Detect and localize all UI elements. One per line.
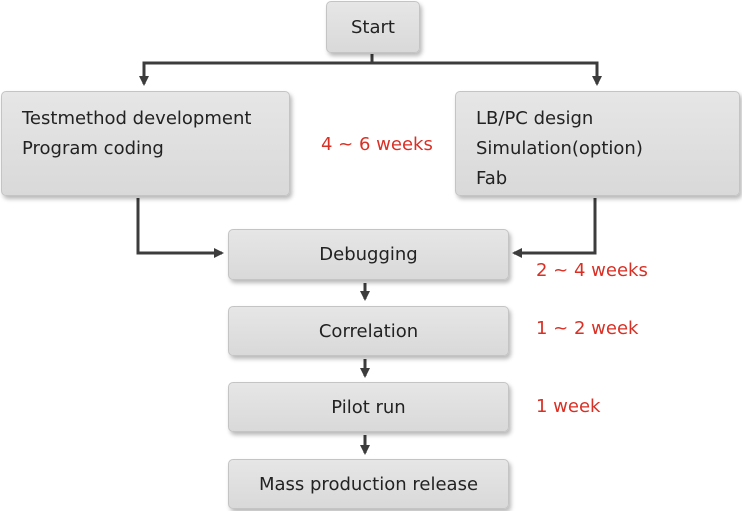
left-branch-node: Testmethod development Program coding — [1, 91, 290, 196]
debugging-node-label: Debugging — [319, 244, 418, 265]
right-branch-line: Simulation(option) — [476, 138, 643, 159]
left-branch-line: Testmethod development — [22, 108, 252, 129]
arrow-right-branch-to-debugging — [512, 198, 597, 258]
mass-production-node-label: Mass production release — [258, 473, 479, 495]
start-node-label: Start — [351, 16, 395, 38]
start-node: Start — [326, 1, 420, 53]
pilot-run-node-label: Pilot run — [331, 396, 406, 418]
duration-debugging: 2 ~ 4 weeks — [536, 260, 648, 281]
arrow-start-to-right-branch — [372, 61, 602, 86]
mass-production-node: Mass production release — [228, 459, 509, 509]
correlation-node-label: Correlation — [318, 320, 419, 342]
duration-development: 4 ~ 6 weeks — [321, 134, 433, 155]
left-branch-line: Program coding — [22, 138, 164, 159]
correlation-node: Correlation — [228, 306, 509, 356]
duration-correlation: 1 ~ 2 week — [536, 318, 639, 339]
arrow-start-to-left-branch — [139, 61, 372, 86]
duration-pilot-run: 1 week — [536, 396, 601, 417]
debugging-node: Debugging — [228, 229, 509, 280]
right-branch-line: LB/PC design — [476, 108, 594, 129]
right-branch-line: Fab — [476, 168, 508, 189]
arrow-left-branch-to-debugging — [136, 198, 224, 258]
pilot-run-node: Pilot run — [228, 382, 509, 432]
right-branch-node: LB/PC design Simulation(option) Fab — [455, 91, 740, 196]
